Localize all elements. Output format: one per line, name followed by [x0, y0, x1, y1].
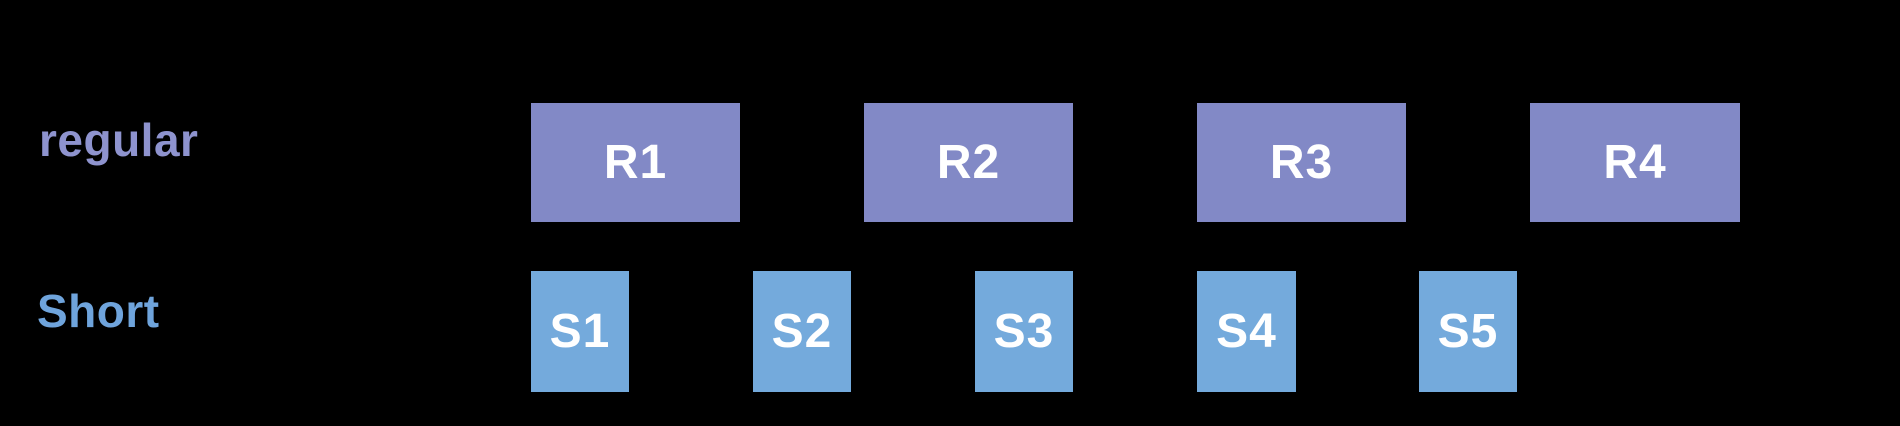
task-box-s2: S2 — [753, 271, 851, 392]
task-box-r2: R2 — [864, 103, 1073, 222]
task-box-r3: R3 — [1197, 103, 1406, 222]
task-box-s3: S3 — [975, 271, 1073, 392]
task-box-s4: S4 — [1197, 271, 1296, 392]
row-label-short: Short — [37, 285, 160, 337]
row-label-regular: regular — [39, 114, 199, 166]
task-box-s5: S5 — [1419, 271, 1517, 392]
task-box-r1: R1 — [531, 103, 740, 222]
task-box-s1: S1 — [531, 271, 629, 392]
task-box-r4: R4 — [1530, 103, 1740, 222]
